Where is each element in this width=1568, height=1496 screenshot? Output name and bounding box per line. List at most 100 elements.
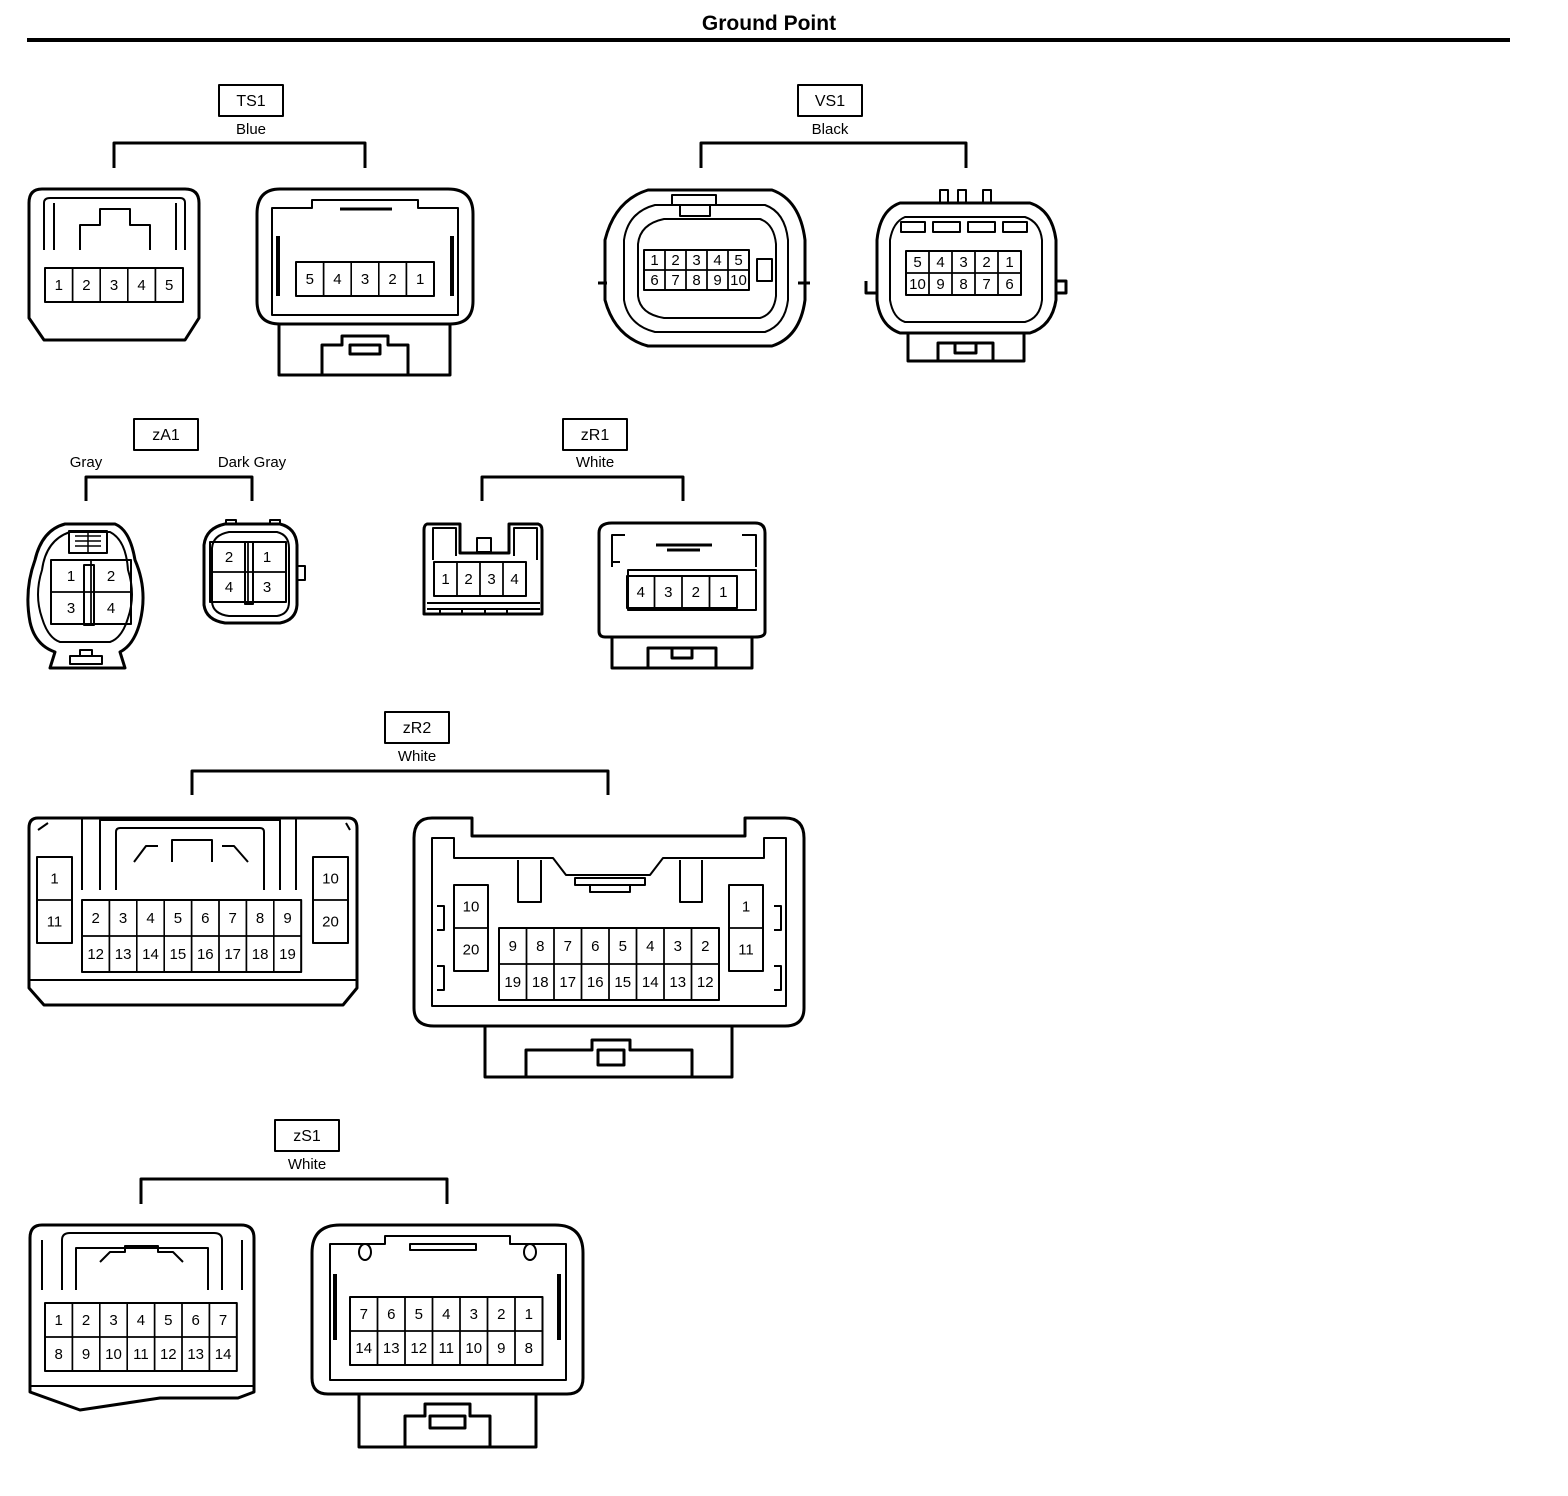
pin-number: 8 (525, 1340, 533, 1357)
pin-number: 5 (415, 1306, 423, 1323)
pin-number: 9 (82, 1346, 90, 1363)
pin-number: 2 (671, 252, 679, 269)
pin-number: 20 (463, 942, 480, 959)
pin-number: 15 (170, 946, 187, 963)
pin-number: 3 (959, 254, 967, 271)
pin-number: 3 (361, 271, 369, 288)
pin-number: 3 (674, 938, 682, 955)
pin-number: 11 (738, 942, 754, 959)
lock-tab (79, 208, 151, 250)
pin-number: 10 (909, 276, 926, 293)
pin-number: 4 (137, 277, 145, 294)
pin-number: 1 (55, 1312, 63, 1329)
pin-column-right: 111 (728, 884, 764, 972)
pin-number: 4 (936, 254, 944, 271)
pin-number: 17 (224, 946, 241, 963)
pin-number: 4 (637, 584, 645, 601)
pin-number: 1 (525, 1306, 533, 1323)
pin-number: 2 (388, 271, 396, 288)
pin-number: 1 (650, 252, 658, 269)
latch (277, 324, 452, 377)
pin-number: 3 (109, 1312, 117, 1329)
connector-housing-right (875, 201, 1058, 335)
pairing-bracket (190, 769, 610, 795)
connector-housing-left (27, 816, 359, 1007)
pin-number: 8 (536, 938, 544, 955)
pin-number: 16 (587, 974, 604, 991)
pairing-bracket (699, 141, 968, 168)
connector-id-box (797, 84, 863, 117)
latch (610, 637, 754, 670)
pin-cavity (273, 935, 302, 973)
pin-number: 2 (225, 549, 233, 566)
connector-color-label: White (398, 748, 436, 765)
pin-number: 6 (201, 910, 209, 927)
pin-number: 2 (464, 571, 472, 588)
pin-number: 6 (387, 1306, 395, 1323)
latch (906, 333, 1026, 363)
connector-housing-right (412, 816, 806, 1028)
pin-number: 2 (92, 910, 100, 927)
pin-number: 1 (416, 271, 424, 288)
pin-number: 1 (55, 277, 63, 294)
pin-cavity (502, 561, 527, 597)
pin-cavity (405, 261, 435, 297)
connector-housing-left (603, 188, 807, 348)
pin-number: 8 (959, 276, 967, 293)
connector-color-label: Gray (70, 454, 103, 471)
pin-number: 15 (614, 974, 631, 991)
pin-number: 7 (219, 1312, 227, 1329)
connector-color-label: Dark Gray (218, 454, 287, 471)
pin-number: 10 (105, 1346, 122, 1363)
pin-number: 6 (1005, 276, 1013, 293)
connector-housing-left (26, 522, 145, 670)
pin-number: 4 (510, 571, 518, 588)
pin-number: 11 (47, 914, 63, 931)
pin-number: 12 (410, 1340, 427, 1357)
pin-number: 7 (229, 910, 237, 927)
pin-number: 9 (713, 272, 721, 289)
pin-number: 2 (82, 1312, 90, 1329)
pin-number: 19 (279, 946, 296, 963)
pin-number: 1 (263, 549, 271, 566)
pin-number: 3 (487, 571, 495, 588)
connector-id-label: zR2 (403, 720, 432, 737)
pin-number: 4 (107, 600, 115, 617)
pin-number: 5 (165, 277, 173, 294)
connector-housing-right (202, 522, 299, 625)
pin-number: 18 (532, 974, 549, 991)
pin-cavity (247, 571, 287, 603)
pin-number: 13 (669, 974, 686, 991)
pin-number: 13 (383, 1340, 400, 1357)
title-rule (27, 38, 1510, 42)
connector-housing-right (597, 521, 767, 639)
pin-number: 17 (559, 974, 576, 991)
pin-number: 4 (333, 271, 341, 288)
pin-number: 9 (283, 910, 291, 927)
pin-number: 3 (67, 600, 75, 617)
connector-id-box (384, 711, 450, 744)
pin-cavity (690, 963, 720, 1001)
latch (483, 1026, 734, 1079)
connector-housing-left (27, 187, 201, 342)
pin-number: 7 (982, 276, 990, 293)
latch (357, 1394, 538, 1449)
connector-id-box (562, 418, 628, 451)
pin-number: 10 (463, 899, 480, 916)
pin-number: 2 (701, 938, 709, 955)
pin-number: 11 (438, 1340, 454, 1357)
connector-color-label: Blue (236, 121, 266, 138)
pairing-bracket (139, 1177, 449, 1204)
pin-number: 12 (160, 1346, 177, 1363)
pin-number: 2 (107, 568, 115, 585)
pin-number: 7 (564, 938, 572, 955)
